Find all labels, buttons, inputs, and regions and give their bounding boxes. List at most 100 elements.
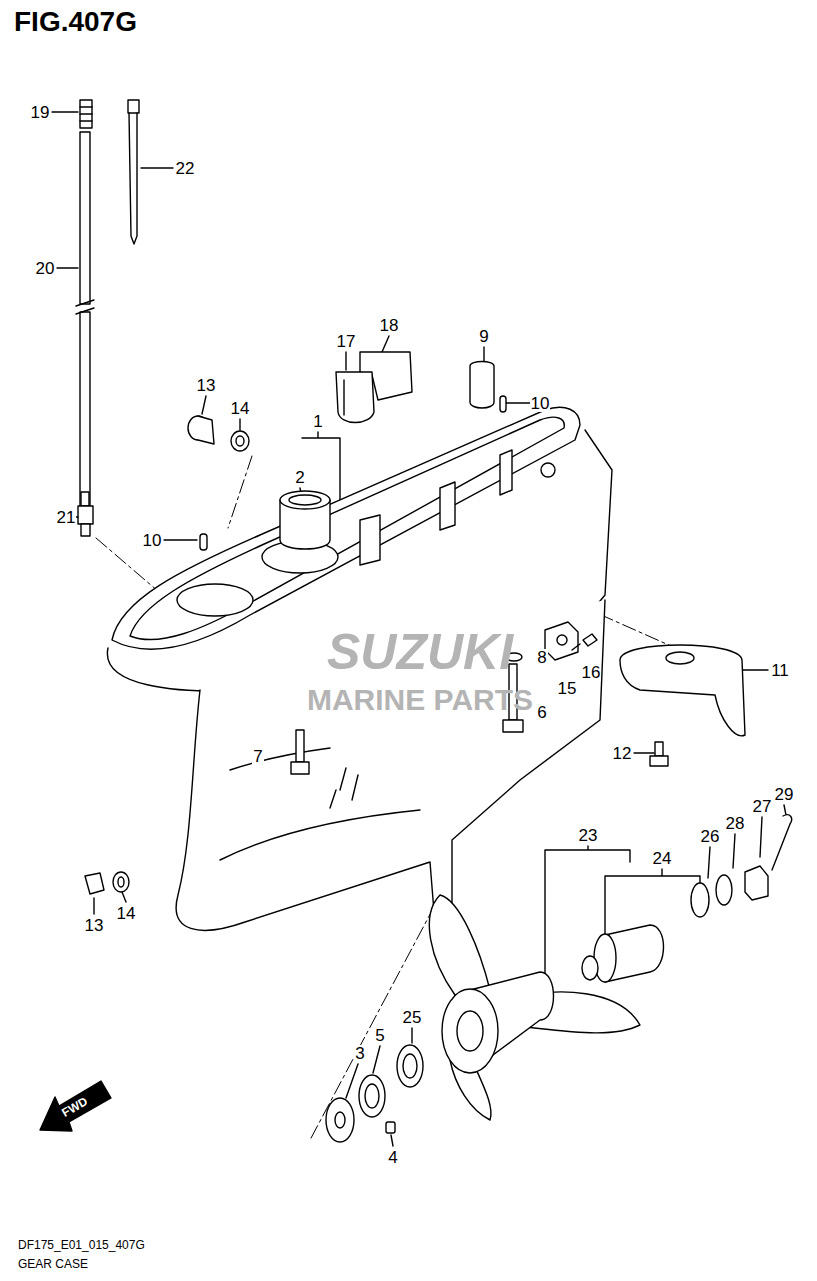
anode xyxy=(620,645,745,766)
cable-tie-part xyxy=(128,100,139,113)
thrust-parts-part xyxy=(403,1054,417,1078)
rubber-seal-part xyxy=(470,362,494,409)
gear-case-part xyxy=(541,463,555,477)
thrust-parts-part xyxy=(386,1122,395,1133)
anode-part xyxy=(666,652,694,664)
leader-lines-part xyxy=(760,817,762,857)
tube-fitting-part xyxy=(81,524,90,536)
propeller-part xyxy=(457,1011,483,1051)
leader-lines-part xyxy=(122,892,126,902)
prop-hardware-part xyxy=(745,866,768,900)
callout-number: 5 xyxy=(374,1027,385,1044)
drain-plug-lower-part xyxy=(113,872,129,892)
gear-case-part xyxy=(230,748,330,770)
leader-lines-part xyxy=(345,352,346,370)
callout-number: 2 xyxy=(294,469,305,486)
hose-fitting-part xyxy=(80,100,92,128)
leader-lines-part xyxy=(391,1135,393,1146)
drain-plug-part xyxy=(236,436,244,446)
hose-fitting-part xyxy=(80,120,92,121)
gear-case-part xyxy=(440,482,455,530)
callout-number: 27 xyxy=(752,798,773,815)
callout-number: 13 xyxy=(196,377,217,394)
callout-number: 19 xyxy=(30,104,51,121)
thrust-parts-part xyxy=(335,1112,345,1128)
leader-lines-part xyxy=(733,834,735,868)
bolts-part xyxy=(296,730,304,762)
callout-number: 22 xyxy=(175,160,196,177)
sleeve-part xyxy=(289,495,321,505)
bolts-part xyxy=(503,720,523,732)
leader-lines-part xyxy=(382,336,389,352)
stopper-part xyxy=(583,634,597,646)
leader-lines-part xyxy=(302,432,340,500)
callout-number: 8 xyxy=(536,649,547,666)
leader-lines-part xyxy=(141,167,173,168)
fwd-arrow xyxy=(40,1081,111,1131)
water-tube-part xyxy=(80,132,90,304)
leader-lines-part xyxy=(411,1028,412,1043)
callout-number: 26 xyxy=(700,828,721,845)
leader-lines-part xyxy=(742,669,768,670)
callout-number: 12 xyxy=(612,745,633,762)
clip-part xyxy=(336,372,374,423)
gear-case-part xyxy=(107,430,612,691)
assembly-lines-part xyxy=(310,905,435,1140)
prop-hardware-part xyxy=(716,875,732,905)
tube-fitting-part xyxy=(81,492,89,506)
leader-lines-part xyxy=(57,267,78,268)
leader-lines-part xyxy=(239,419,240,430)
gear-case xyxy=(107,407,612,962)
rubber-seal-part xyxy=(200,534,207,550)
gear-case-part xyxy=(500,450,512,495)
hose-fitting-part xyxy=(80,106,92,107)
leader-lines-part xyxy=(784,805,786,815)
cable-tie-part xyxy=(129,113,137,244)
water-tube-part xyxy=(80,312,90,508)
drain-plug-lower-part xyxy=(118,877,124,887)
gear-case-part xyxy=(176,600,605,962)
stopper-part xyxy=(572,644,580,650)
gear-case-part xyxy=(220,810,420,860)
anode-part xyxy=(650,756,668,766)
callout-number: 1 xyxy=(312,413,323,430)
rubber-seal-part xyxy=(500,396,506,412)
drain-plug-lower-part xyxy=(85,873,104,894)
callout-number: 16 xyxy=(581,664,602,681)
gear-case-part xyxy=(177,584,253,616)
cable-tie xyxy=(128,100,139,244)
thrust-parts-part xyxy=(365,1084,379,1108)
propeller-part xyxy=(442,989,498,1073)
callout-number: 11 xyxy=(770,662,790,679)
callout-number: 4 xyxy=(387,1149,398,1166)
hose-fitting-part xyxy=(80,113,92,114)
caption-text: DF175_E01_015_407G xyxy=(18,1239,145,1251)
assembly-lines-part xyxy=(228,456,252,528)
prop-hardware xyxy=(582,815,792,982)
callout-number: 17 xyxy=(336,333,357,350)
callout-number: 18 xyxy=(379,317,400,334)
figure-title: FIG.407G xyxy=(14,8,137,36)
callout-number: 13 xyxy=(84,917,105,934)
callout-number: 15 xyxy=(557,680,578,697)
callout-number: 10 xyxy=(142,532,163,549)
propeller-part xyxy=(429,895,490,995)
caption-text: GEAR CASE xyxy=(18,1258,88,1270)
tube-fitting-part xyxy=(78,506,93,524)
callout-number: 23 xyxy=(578,827,599,844)
leader-lines-part xyxy=(202,396,206,414)
prop-hardware-part xyxy=(772,815,792,870)
watermark: MARINE PARTS xyxy=(307,685,533,715)
leader-lines-part xyxy=(634,752,654,753)
leader-lines xyxy=(52,112,786,1146)
gear-case-part xyxy=(330,768,358,808)
clip-part xyxy=(343,380,344,415)
callout-number: 6 xyxy=(536,704,547,721)
leader-lines-part xyxy=(93,898,94,914)
leader-lines-part xyxy=(52,111,78,112)
sleeve-part xyxy=(280,491,330,509)
stopper-part xyxy=(545,622,578,660)
leader-lines-part xyxy=(373,1046,380,1073)
anode-part xyxy=(620,645,745,736)
